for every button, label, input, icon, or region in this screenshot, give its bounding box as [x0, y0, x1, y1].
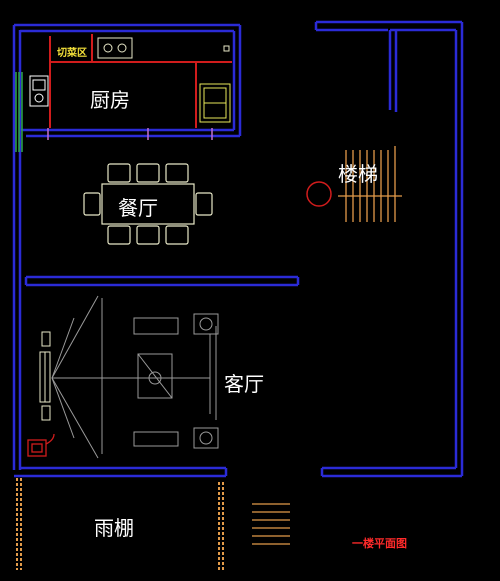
chair-bottom-3: [165, 225, 189, 245]
stove: [97, 37, 133, 59]
coffee-table: [137, 353, 173, 399]
tv-fan-1: [51, 295, 99, 379]
stairs-label: 楼梯: [338, 162, 378, 186]
plan-title: 一楼平面图: [352, 537, 407, 550]
sink: [29, 75, 49, 107]
chair-bottom-1: [107, 225, 131, 245]
wall-outlet: [223, 45, 230, 52]
canopy-label: 雨棚: [94, 516, 134, 540]
sofa-bottom: [133, 431, 179, 447]
windows: [15, 72, 23, 152]
sink-drain: [34, 93, 44, 103]
staircase: [338, 146, 402, 222]
chair-top-1: [107, 163, 131, 183]
coffee-table-ornament: [148, 371, 162, 385]
entry-steps: [252, 503, 290, 545]
side-table-bottom: [193, 427, 219, 449]
kitchen-appliances: [29, 37, 231, 123]
lamp-bottom: [199, 431, 213, 445]
living-room-furniture: [39, 295, 219, 459]
prep-area-label: 切菜区: [57, 48, 87, 59]
dining-label: 餐厅: [118, 196, 158, 220]
speaker-bottom: [41, 405, 51, 421]
speaker-top: [41, 331, 51, 347]
chair-left: [83, 192, 101, 216]
chair-right: [195, 192, 213, 216]
chair-top-2: [136, 163, 160, 183]
sink-basin: [32, 79, 46, 91]
lamp-top: [199, 317, 213, 331]
tv-fan-3: [51, 317, 75, 379]
heater: [27, 433, 55, 457]
tv-fan-2: [51, 377, 99, 459]
kitchen-counter: [49, 34, 232, 128]
heater-inner: [31, 443, 43, 453]
side-table-top: [193, 313, 219, 335]
dining-table: [101, 183, 195, 225]
kitchen-door-marks: [47, 128, 213, 140]
sofa-top: [133, 317, 179, 335]
fridge: [199, 83, 231, 123]
column-circle: [306, 181, 332, 207]
canopy-posts: [16, 478, 224, 572]
chair-top-3: [165, 163, 189, 183]
heater-pipe: [45, 433, 55, 445]
tv-fan-4: [51, 377, 75, 439]
stove-burner-2: [117, 43, 127, 53]
kitchen-label: 厨房: [90, 88, 130, 112]
heater-box: [27, 439, 47, 457]
coffee-table-diag-1: [137, 353, 173, 399]
living-label: 客厅: [224, 372, 264, 396]
stove-burner-1: [103, 43, 113, 53]
walls: [12, 20, 464, 478]
chair-bottom-2: [136, 225, 160, 245]
dining-set: [83, 163, 213, 245]
